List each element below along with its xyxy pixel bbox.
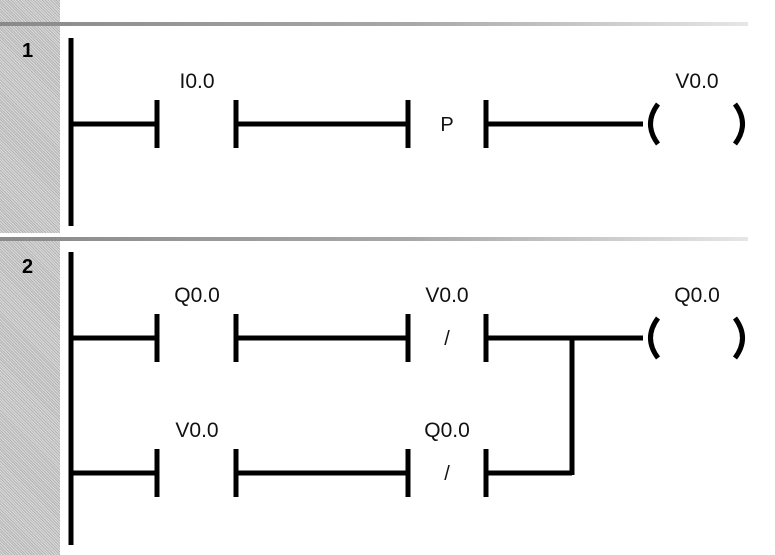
network-1-coil-right-paren <box>732 102 745 146</box>
network-2-contact-1-label: Q0.0 <box>174 284 220 307</box>
network-2-gutter[interactable] <box>0 240 60 555</box>
network-2-coil-right-paren <box>732 316 745 360</box>
network-1-coil-label: V0.0 <box>675 70 718 93</box>
network-2-separator <box>0 237 748 241</box>
network-2-nc-symbol-2: / <box>444 463 450 485</box>
network-2-coil-label: Q0.0 <box>674 284 720 307</box>
network-1-number: 1 <box>22 40 34 62</box>
network-2-nc-symbol-1: / <box>444 328 450 350</box>
network-2-coil-left-paren <box>648 316 661 360</box>
network-2-branch-contact-1-label: V0.0 <box>175 419 218 442</box>
network-2-branch-contact-2-label: Q0.0 <box>424 419 470 442</box>
network-1-gutter[interactable] <box>0 0 60 233</box>
network-1-separator <box>0 22 748 26</box>
network-1-coil-left-paren <box>648 102 661 146</box>
network-2-number: 2 <box>22 256 34 278</box>
network-1-contact-label: I0.0 <box>179 70 214 93</box>
network-1-edge-symbol: P <box>440 114 453 136</box>
network-2-contact-2-label: V0.0 <box>425 284 468 307</box>
